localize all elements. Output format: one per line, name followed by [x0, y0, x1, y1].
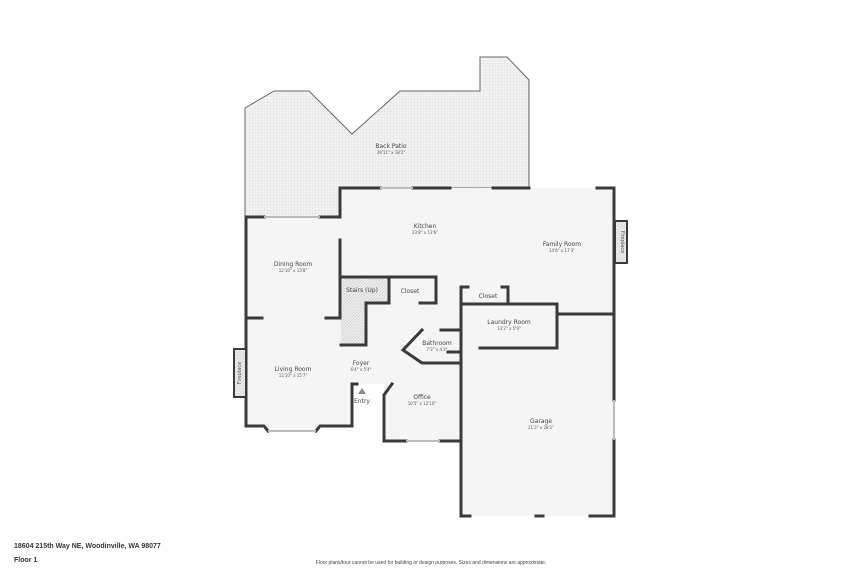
entry-arrow-icon	[358, 388, 366, 394]
room-label-bathroom: Bathroom	[422, 340, 452, 347]
room-dims-back-patio: 39'11" x 18'2"	[377, 150, 406, 155]
room-label-foyer: Foyer	[353, 360, 370, 367]
room-dims-laundry-room: 13'2" x 5'9"	[497, 326, 521, 331]
room-dims-foyer: 6'4" x 5'4"	[351, 367, 372, 372]
room-dims-garage: 21'3" x 28'1"	[528, 425, 554, 430]
room-label-living-room: Living Room	[275, 366, 312, 373]
disclaimer-text: Floor plans/tour cannot be used for buil…	[315, 560, 547, 566]
room-dims-family-room: 14'8" x 17'3"	[549, 248, 575, 253]
fireplace-left-label: Fireplace	[237, 362, 243, 384]
room-dims-living-room: 12'10" x 15'7"	[279, 373, 308, 378]
room-label-laundry-room: Laundry Room	[487, 319, 531, 326]
interior-floor	[246, 188, 614, 516]
room-label-closet-2: Closet	[479, 293, 498, 300]
fireplace-left: Fireplace	[233, 348, 247, 398]
fireplace-right: Fireplace	[614, 220, 628, 264]
room-label-closet-1: Closet	[401, 288, 420, 295]
room-label-entry: Entry	[354, 398, 370, 405]
room-label-garage: Garage	[530, 418, 552, 425]
room-label-back-patio: Back Patio	[375, 143, 407, 150]
room-label-family-room: Family Room	[543, 241, 581, 248]
walls	[244, 186, 616, 518]
room-label-kitchen: Kitchen	[414, 223, 437, 230]
room-dims-bathroom: 7'3" x 4'3"	[427, 347, 448, 352]
room-dims-office: 10'5" x 12'10"	[408, 401, 437, 406]
room-label-dining-room: Dining Room	[274, 261, 313, 268]
room-labels: Kitchen 23'8" x 13'6" Family Room 14'8" …	[274, 223, 581, 430]
room-dims-kitchen: 23'8" x 13'6"	[412, 230, 438, 235]
fireplace-right-label: Fireplace	[619, 231, 625, 253]
property-address: 18604 215th Way NE, Woodinville, WA 9807…	[14, 543, 161, 550]
room-label-office: Office	[413, 394, 431, 401]
room-dims-dining-room: 12'10" x 13'8"	[279, 268, 308, 273]
floor-label: Floor 1	[14, 557, 38, 564]
room-label-stairs: Stairs (Up)	[346, 287, 378, 294]
windows	[264, 187, 615, 442]
